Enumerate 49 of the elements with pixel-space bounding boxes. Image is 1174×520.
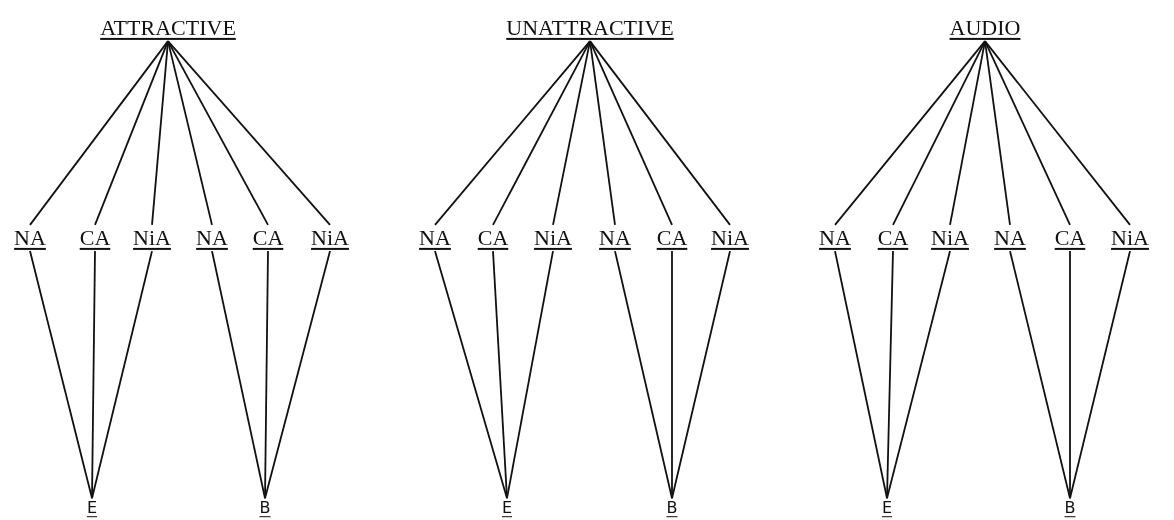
connector-line bbox=[589, 40, 731, 226]
category-label: NA bbox=[195, 224, 229, 252]
connector-line bbox=[1069, 250, 1131, 500]
connector-line bbox=[892, 40, 986, 226]
connector-line bbox=[984, 40, 1131, 226]
connector-line bbox=[506, 250, 554, 500]
connector-line bbox=[834, 40, 986, 226]
category-label: NA bbox=[13, 224, 47, 252]
category-label: NiA bbox=[930, 224, 970, 252]
leaf-label: E bbox=[880, 498, 894, 518]
connector-line bbox=[91, 250, 153, 500]
leaf-label: B bbox=[258, 498, 272, 518]
category-label: CA bbox=[1053, 224, 1087, 252]
category-label: CA bbox=[78, 224, 112, 252]
tree-root-label: ATTRACTIVE bbox=[99, 14, 237, 42]
connector-line bbox=[671, 250, 731, 500]
tree-root-label: UNATTRACTIVE bbox=[505, 14, 675, 42]
connector-line bbox=[886, 250, 951, 500]
connector-line bbox=[984, 40, 1071, 226]
category-label: NA bbox=[993, 224, 1027, 252]
connector-line bbox=[29, 40, 169, 226]
connector-line bbox=[434, 40, 591, 226]
category-label: NiA bbox=[132, 224, 172, 252]
connector-line bbox=[167, 40, 269, 226]
connector-line bbox=[492, 40, 591, 226]
connector-line bbox=[589, 40, 673, 226]
category-label: CA bbox=[655, 224, 689, 252]
category-label: NA bbox=[418, 224, 452, 252]
connector-line bbox=[589, 40, 616, 226]
connector-line bbox=[264, 250, 269, 500]
category-label: NA bbox=[598, 224, 632, 252]
leaf-label: E bbox=[85, 498, 99, 518]
connector-line bbox=[984, 40, 1011, 226]
category-label: NA bbox=[818, 224, 852, 252]
category-label: NiA bbox=[710, 224, 750, 252]
category-label: NiA bbox=[533, 224, 573, 252]
category-label: CA bbox=[251, 224, 285, 252]
leaf-label: E bbox=[500, 498, 514, 518]
leaf-label: B bbox=[1063, 498, 1077, 518]
connector-line bbox=[167, 40, 331, 226]
connector-line bbox=[94, 40, 169, 226]
category-label: CA bbox=[476, 224, 510, 252]
category-label: NiA bbox=[310, 224, 350, 252]
connector-line bbox=[264, 250, 331, 500]
connector-line bbox=[167, 40, 213, 226]
category-label: NiA bbox=[1110, 224, 1150, 252]
leaf-label: B bbox=[665, 498, 679, 518]
tree-root-label: AUDIO bbox=[948, 14, 1022, 42]
category-label: CA bbox=[876, 224, 910, 252]
